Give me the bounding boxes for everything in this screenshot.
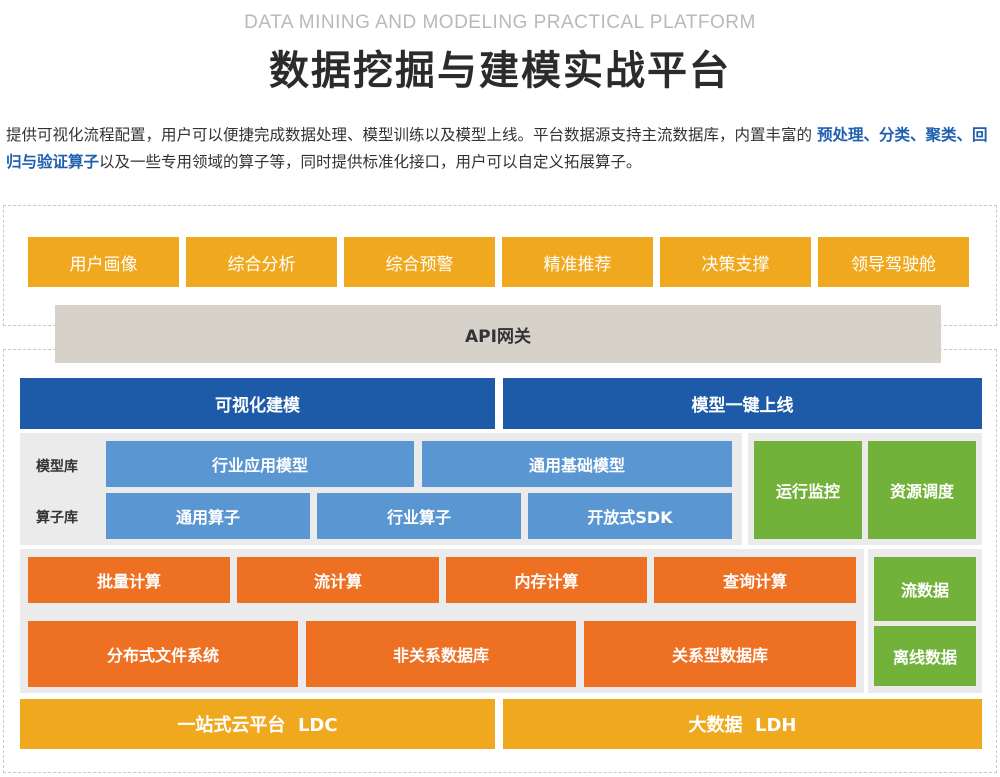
api-gateway: API网关 [55,305,941,363]
app-leader-cockpit: 领导驾驶舱 [818,237,969,287]
resource-scheduling: 资源调度 [868,441,976,539]
app-comprehensive-warning: 综合预警 [344,237,495,287]
memory-compute: 内存计算 [446,557,647,603]
description: 提供可视化流程配置，用户可以便捷完成数据处理、模型训练以及模型上线。平台数据源支… [6,122,996,176]
visual-modeling: 可视化建模 [20,378,495,429]
industry-operator: 行业算子 [317,493,521,539]
page-title: 数据挖掘与建模实战平台 [269,48,731,94]
batch-compute: 批量计算 [28,557,230,603]
open-sdk: 开放式SDK [528,493,732,539]
stream-compute: 流计算 [237,557,439,603]
distributed-file-system: 分布式文件系统 [28,621,298,687]
description-part1: 提供可视化流程配置，用户可以便捷完成数据处理、模型训练以及模型上线。平台数据源支… [6,126,817,144]
non-relational-database: 非关系数据库 [306,621,576,687]
description-highlight: 预处理、分类、聚类、回归与验证算子 [6,126,988,171]
run-monitoring: 运行监控 [754,441,862,539]
offline-data: 离线数据 [874,626,976,686]
general-operator: 通用算子 [106,493,310,539]
subtitle-en: DATA MINING AND MODELING PRACTICAL PLATF… [244,12,756,33]
query-compute: 查询计算 [654,557,856,603]
stream-data: 流数据 [874,557,976,621]
relational-database: 关系型数据库 [584,621,856,687]
one-stop-cloud-platform-ldc: 一站式云平台 LDC [20,699,495,749]
app-user-portrait: 用户画像 [28,237,179,287]
model-one-click-deploy: 模型一键上线 [503,378,982,429]
app-decision-support: 决策支撑 [660,237,811,287]
operator-library-label: 算子库 [36,510,78,526]
big-data-ldh: 大数据 LDH [503,699,982,749]
industry-application-model: 行业应用模型 [106,441,414,487]
description-part2: 以及一些专用领域的算子等，同时提供标准化接口，用户可以自定义拓展算子。 [99,153,642,171]
app-comprehensive-analysis: 综合分析 [186,237,337,287]
model-library-label: 模型库 [36,459,78,475]
app-precise-recommendation: 精准推荐 [502,237,653,287]
general-base-model: 通用基础模型 [422,441,732,487]
